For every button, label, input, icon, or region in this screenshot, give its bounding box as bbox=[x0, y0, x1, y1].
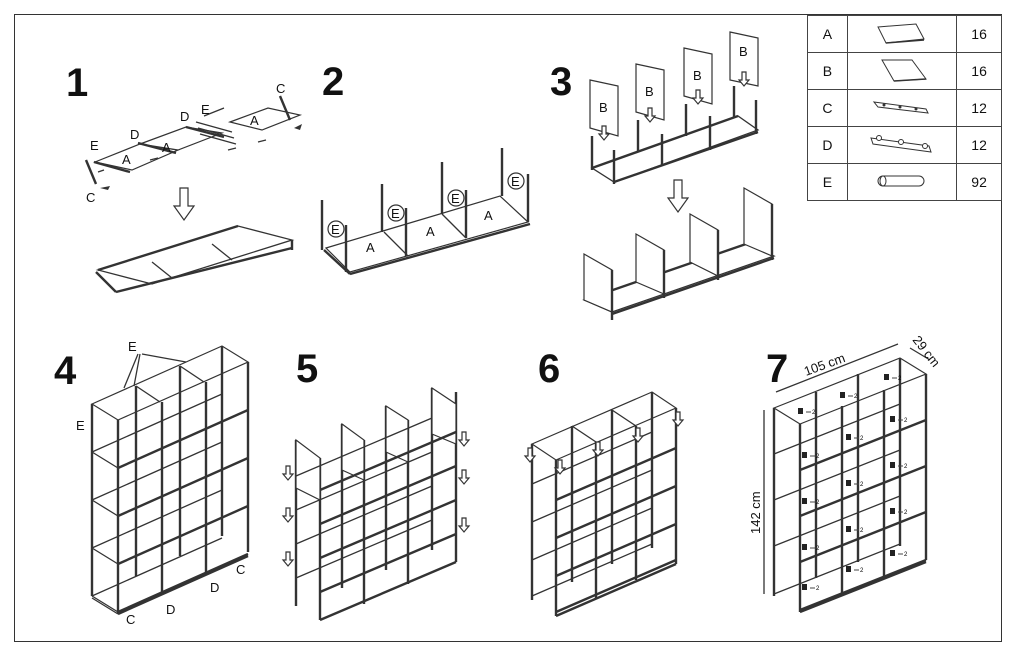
down-arrow-icon bbox=[282, 507, 294, 523]
diagram-frame bbox=[14, 14, 1002, 642]
svg-text:2: 2 bbox=[860, 436, 864, 442]
label-e: E bbox=[451, 191, 460, 206]
svg-text:2: 2 bbox=[816, 586, 820, 592]
label-c: C bbox=[86, 190, 95, 205]
svg-text:2: 2 bbox=[816, 500, 820, 506]
step-5-illustration bbox=[282, 386, 470, 622]
step-4-illustration: E E C D D C bbox=[76, 339, 250, 627]
step-1-illustration: A A A D D E E C C bbox=[84, 81, 303, 294]
svg-text:2: 2 bbox=[904, 464, 908, 470]
flat-square-panel-icon bbox=[846, 52, 958, 90]
part-quantity: 16 bbox=[956, 15, 1002, 53]
label-b: B bbox=[599, 100, 608, 115]
label-d: D bbox=[166, 602, 175, 617]
part-quantity: 92 bbox=[956, 163, 1002, 201]
label-b: B bbox=[739, 44, 748, 59]
svg-text:2: 2 bbox=[904, 510, 908, 516]
parts-row: D 12 bbox=[807, 126, 1002, 164]
parts-row: B 16 bbox=[807, 52, 1002, 90]
label-e: E bbox=[90, 138, 99, 153]
step-number-3: 3 bbox=[550, 60, 572, 104]
step-7-illustration: 105 cm 29 cm 142 cm 2 2 2 2 2 2 2 2 2 2 … bbox=[748, 333, 943, 614]
label-d: D bbox=[180, 109, 189, 124]
label-a: A bbox=[366, 240, 375, 255]
down-arrow-icon bbox=[458, 431, 470, 447]
svg-text:2: 2 bbox=[904, 418, 908, 424]
dimension-width: 105 cm bbox=[802, 350, 847, 379]
part-letter: C bbox=[807, 89, 848, 127]
label-c: C bbox=[126, 612, 135, 627]
part-letter: B bbox=[807, 52, 848, 90]
step-number-6: 6 bbox=[538, 347, 560, 391]
corner-bar-icon bbox=[846, 89, 958, 127]
part-quantity: 12 bbox=[956, 89, 1002, 127]
step-number-2: 2 bbox=[322, 60, 344, 104]
down-arrow-icon bbox=[282, 465, 294, 481]
panel-a bbox=[137, 126, 225, 151]
svg-text:2: 2 bbox=[860, 568, 864, 574]
panel-a bbox=[227, 107, 303, 131]
middle-bar-icon bbox=[846, 126, 958, 164]
label-b: B bbox=[693, 68, 702, 83]
parts-row: E 92 bbox=[807, 163, 1002, 201]
label-a: A bbox=[122, 152, 131, 167]
label-a: A bbox=[162, 140, 171, 155]
label-c: C bbox=[276, 81, 285, 96]
label-b: B bbox=[645, 84, 654, 99]
step-6-illustration bbox=[524, 391, 684, 618]
down-arrow-icon bbox=[282, 551, 294, 567]
tube-rod-icon bbox=[846, 163, 958, 201]
step-number-7: 7 bbox=[766, 347, 788, 391]
step-number-1: 1 bbox=[66, 61, 88, 105]
part-letter: A bbox=[807, 15, 848, 53]
label-d: D bbox=[210, 580, 219, 595]
down-arrow-icon bbox=[458, 517, 470, 533]
svg-text:2: 2 bbox=[898, 376, 902, 382]
step-number-5: 5 bbox=[296, 347, 318, 391]
down-arrow-icon bbox=[667, 179, 689, 213]
label-c: C bbox=[236, 562, 245, 577]
down-arrow-icon bbox=[458, 469, 470, 485]
parts-row: C 12 bbox=[807, 89, 1002, 127]
label-e: E bbox=[76, 418, 85, 433]
svg-text:2: 2 bbox=[854, 394, 858, 400]
step-3-illustration: B B B B bbox=[582, 31, 776, 320]
label-e: E bbox=[201, 102, 210, 117]
label-a: A bbox=[250, 113, 259, 128]
step-number-4: 4 bbox=[54, 349, 77, 393]
part-letter: D bbox=[807, 126, 848, 164]
dimension-height: 142 cm bbox=[748, 491, 763, 534]
part-quantity: 16 bbox=[956, 52, 1002, 90]
parts-list-table: A 16 B 16 C 12 D 12 E 92 bbox=[807, 15, 1002, 201]
load-markers: 2 2 2 2 2 2 2 2 2 2 2 2 2 2 2 bbox=[797, 373, 908, 592]
label-a: A bbox=[426, 224, 435, 239]
flat-square-panel-icon bbox=[846, 15, 958, 53]
svg-text:2: 2 bbox=[816, 546, 820, 552]
label-e: E bbox=[391, 206, 400, 221]
svg-text:2: 2 bbox=[860, 528, 864, 534]
label-a: A bbox=[484, 208, 493, 223]
part-letter: E bbox=[807, 163, 848, 201]
parts-row: A 16 bbox=[807, 15, 1002, 53]
svg-text:2: 2 bbox=[904, 552, 908, 558]
svg-text:2: 2 bbox=[816, 454, 820, 460]
svg-text:2: 2 bbox=[860, 482, 864, 488]
label-e: E bbox=[331, 222, 340, 237]
label-e: E bbox=[511, 174, 520, 189]
label-e: E bbox=[128, 339, 137, 354]
down-arrow-icon bbox=[672, 411, 684, 427]
down-arrow-icon bbox=[173, 187, 195, 221]
svg-text:2: 2 bbox=[812, 410, 816, 416]
step-2-illustration: E E E E A A A bbox=[320, 148, 531, 276]
label-d: D bbox=[130, 127, 139, 142]
part-quantity: 12 bbox=[956, 126, 1002, 164]
down-arrow-icon bbox=[524, 447, 536, 463]
